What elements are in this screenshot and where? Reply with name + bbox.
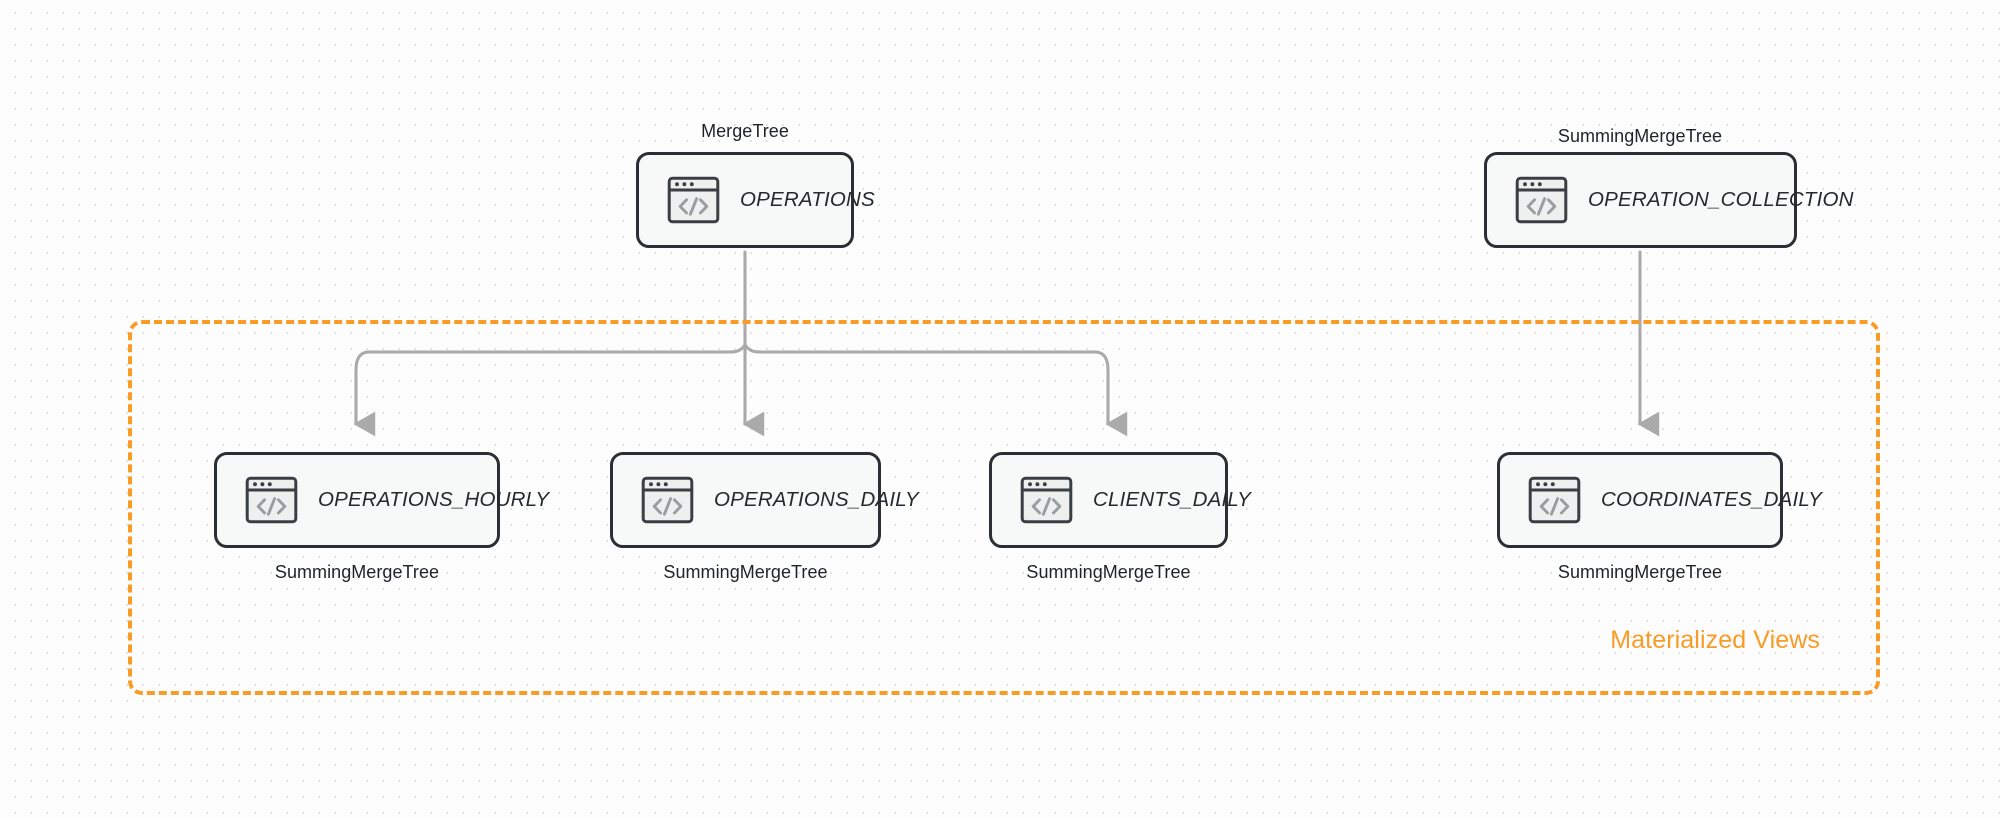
node-clients-daily[interactable]: CLIENTS_DAILY <box>989 452 1251 548</box>
node-operations-hourly[interactable]: OPERATIONS_HOURLY <box>214 452 549 548</box>
materialized-views-group: Materialized Views <box>128 320 1880 695</box>
code-window-icon <box>667 176 720 224</box>
code-window-icon <box>1515 176 1568 224</box>
materialized-views-label: Materialized Views <box>1610 626 1820 654</box>
node-coordinates-daily[interactable]: COORDINATES_DAILY <box>1497 452 1822 548</box>
node-operation-collection[interactable]: OPERATION_COLLECTION <box>1484 152 1853 248</box>
engine-caption-operations-hourly: SummingMergeTree <box>274 562 440 582</box>
engine-caption-operation-collection: SummingMergeTree <box>1557 126 1723 146</box>
code-window-icon <box>1528 476 1581 524</box>
node-label-operations-hourly: OPERATIONS_HOURLY <box>318 488 550 511</box>
node-operations-daily[interactable]: OPERATIONS_DAILY <box>610 452 919 548</box>
node-label-operations: OPERATIONS <box>740 188 875 211</box>
code-window-icon <box>641 476 694 524</box>
engine-caption-coordinates-daily: SummingMergeTree <box>1557 562 1723 582</box>
code-window-icon <box>245 476 298 524</box>
node-label-operation-collection: OPERATION_COLLECTION <box>1588 188 1854 211</box>
node-operations[interactable]: OPERATIONS <box>636 152 875 248</box>
node-label-clients-daily: CLIENTS_DAILY <box>1093 488 1251 511</box>
engine-caption-operations: MergeTree <box>701 121 789 141</box>
engine-caption-operations-daily: SummingMergeTree <box>663 562 828 582</box>
node-label-operations-daily: OPERATIONS_DAILY <box>714 488 919 511</box>
node-label-coordinates-daily: COORDINATES_DAILY <box>1601 488 1822 511</box>
code-window-icon <box>1020 476 1073 524</box>
engine-caption-clients-daily: SummingMergeTree <box>1026 562 1191 582</box>
